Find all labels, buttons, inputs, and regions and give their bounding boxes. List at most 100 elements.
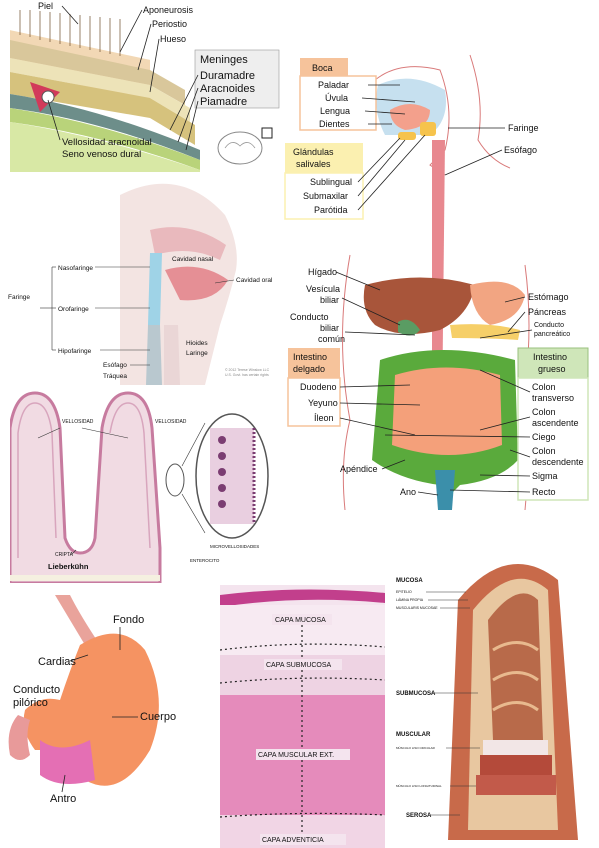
small-labels-box xyxy=(287,377,341,427)
label-cuerpo: Cuerpo xyxy=(140,711,176,723)
label-boca: Boca xyxy=(312,63,333,73)
label-int-delgado-2: delgado xyxy=(293,364,325,374)
label-duodeno: Duodeno xyxy=(300,382,337,392)
pharynx-illustration: Faringe Nasofaringe Orofaringe Hipofarin… xyxy=(8,183,273,385)
label-parotida: Parótida xyxy=(314,205,348,215)
label-colon-transverso-1: Colon xyxy=(532,382,556,392)
label-fondo: Fondo xyxy=(113,614,144,626)
gi-wall-panel: MUCOSA EPITELIO LÁMINA PROPIA MUSCULARIS… xyxy=(388,540,599,848)
body-outline-left xyxy=(342,254,351,510)
label-submaxilar: Submaxilar xyxy=(303,191,348,201)
meninges-panel: Piel Aponeurosis Periostio Hueso Meninge… xyxy=(0,0,285,172)
label-uvula: Úvula xyxy=(325,93,348,103)
intestino-grueso-box xyxy=(517,347,589,379)
pharynx-tube xyxy=(148,253,162,325)
label-faringe-dig: Faringe xyxy=(508,123,539,133)
label-ciego: Ciego xyxy=(532,432,556,442)
label-conducto-pil-2: pilórico xyxy=(13,697,48,709)
wall-mucosa-folds xyxy=(488,593,543,740)
parotid-gland xyxy=(420,122,436,136)
label-glandulas-2: salivales xyxy=(296,159,331,169)
label-microvellosidades: MICROVELLOSIDADES xyxy=(210,544,259,549)
label-conducto-pan-1: Conducto xyxy=(534,322,564,329)
label-vellosidad: Vellosidad aracnoidal xyxy=(62,137,152,148)
label-apendice: Apéndice xyxy=(340,464,378,474)
pancreas xyxy=(450,324,520,340)
bone-layer xyxy=(10,72,195,145)
label-vellosidad-2: VELLOSIDAD xyxy=(155,419,187,425)
boca-box xyxy=(300,58,348,76)
label-int-delgado-1: Intestino xyxy=(293,352,327,362)
label-nasofaringe: Nasofaringe xyxy=(58,265,93,272)
label-colon-ascendente-1: Colon xyxy=(532,407,556,417)
label-capa-muscular: CAPA MUSCULAR EXT. xyxy=(258,752,334,759)
aponeurosis-layer xyxy=(10,40,185,105)
label-conducto-1: Conducto xyxy=(290,312,329,322)
label-dientes: Dientes xyxy=(319,119,350,129)
pharynx-copyright-1: © 2012 Terese Winslow LLC xyxy=(225,368,270,372)
large-labels-box xyxy=(517,377,589,501)
histology-slide: CAPA MUCOSA CAPA SUBMUCOSA CAPA MUSCULAR… xyxy=(220,585,385,848)
brain-thumbnail-icon xyxy=(217,127,273,165)
meninges-legend-aracnoides: Aracnoides xyxy=(200,83,256,95)
label-ileon: Íleon xyxy=(314,413,334,423)
meninges-legend-title: Meninges xyxy=(200,54,248,66)
label-vesicula-1: Vesícula xyxy=(306,284,340,294)
stomach xyxy=(470,281,525,325)
pia-layer xyxy=(10,122,200,172)
label-musculo-longitudinal: MÚSCULO LISO LONGITUDINAL xyxy=(396,783,442,788)
label-paladar: Paladar xyxy=(318,80,349,90)
pharynx-panel: Faringe Nasofaringe Orofaringe Hipofarin… xyxy=(0,175,275,385)
pyloric-duct xyxy=(8,715,31,760)
gi-wall-illustration: MUCOSA EPITELIO LÁMINA PROPIA MUSCULARIS… xyxy=(396,564,578,840)
label-capa-submucosa: CAPA SUBMUCOSA xyxy=(266,662,332,669)
label-higado: Hígado xyxy=(308,267,337,277)
label-orofaringe: Orofaringe xyxy=(58,306,89,313)
arachnoid-granulation xyxy=(41,90,55,104)
label-glandulas-1: Glándulas xyxy=(293,147,334,157)
label-capa-adventicia: CAPA ADVENTICIA xyxy=(262,837,324,844)
label-lengua: Lengua xyxy=(320,106,350,116)
label-cripta: CRIPTA xyxy=(55,552,74,558)
label-piel: Piel xyxy=(38,1,53,11)
label-cavidad-oral: Cavidad oral xyxy=(236,277,273,284)
enterocyte-cells xyxy=(210,428,256,524)
label-periostio: Periostio xyxy=(152,19,187,29)
meninges-legend-piamadre: Piamadre xyxy=(200,96,247,108)
histology-panel: CAPA MUCOSA CAPA SUBMUCOSA CAPA MUSCULAR… xyxy=(220,585,385,848)
label-esofago-ph: Esófago xyxy=(103,362,127,369)
nasal-cavity xyxy=(150,227,226,260)
digestive-illustration: Boca Paladar Úvula Lengua Dientes Glándu… xyxy=(284,54,589,510)
label-capa-mucosa: CAPA MUCOSA xyxy=(275,617,326,624)
label-int-grueso-2: grueso xyxy=(538,364,566,374)
gland-labels-box xyxy=(284,172,364,220)
label-sigma: Sigma xyxy=(532,471,558,481)
epithelium-band xyxy=(220,589,385,607)
esophagus-tube xyxy=(146,325,162,385)
meninges-illustration: Piel Aponeurosis Periostio Hueso Meninge… xyxy=(10,1,280,172)
label-traquea: Tráquea xyxy=(103,373,127,380)
dura-layer xyxy=(10,94,200,160)
label-cardias: Cardias xyxy=(38,656,76,668)
label-vellosidad-1: VELLOSIDAD xyxy=(62,419,94,425)
submandibular-gland xyxy=(398,132,416,140)
label-faringe: Faringe xyxy=(8,294,30,301)
mouth-labels-box xyxy=(299,75,377,131)
label-colon-descendente-2: descendente xyxy=(532,457,584,467)
arachnoid-layer xyxy=(10,108,200,170)
antrum-region xyxy=(40,740,95,784)
pharynx-copyright-2: U.S. Govt. has certain rights xyxy=(225,373,269,377)
label-musculo-circular: MÚSCULO LISO CIRCULAR xyxy=(396,745,436,750)
label-vesicula-2: biliar xyxy=(320,295,339,305)
intestino-delgado-box xyxy=(288,348,340,378)
label-mucosa: MUCOSA xyxy=(396,578,423,584)
label-submucosa: SUBMUCOSA xyxy=(396,691,436,697)
head-outline xyxy=(374,66,450,176)
label-hipofaringe: Hipofaringe xyxy=(58,348,92,355)
label-lamina-propia: LÁMINA PROPIA xyxy=(396,598,424,602)
villus-panel: VELLOSIDAD VELLOSIDAD CRIPTA Lieberkühn … xyxy=(10,388,275,583)
digestive-panel: Boca Paladar Úvula Lengua Dientes Glándu… xyxy=(280,40,596,510)
esophagus-end xyxy=(55,595,100,645)
label-conducto-pil-1: Conducto xyxy=(13,684,60,696)
label-muscular: MUSCULAR xyxy=(396,732,431,738)
